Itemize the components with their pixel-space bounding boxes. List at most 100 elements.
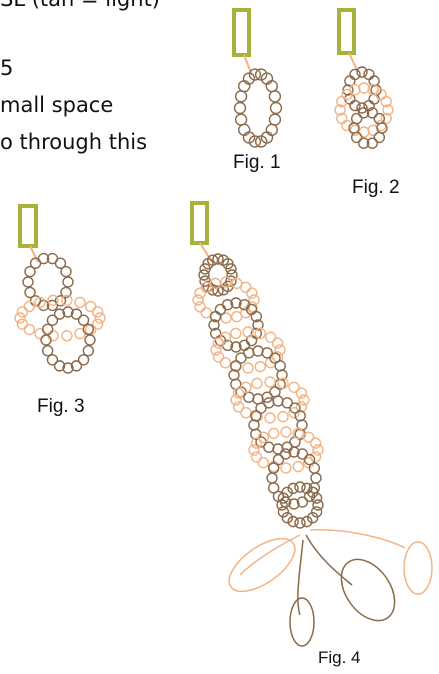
bead (24, 325, 34, 335)
bead (295, 482, 305, 492)
bead (269, 91, 280, 102)
picot-loop (404, 542, 432, 594)
bead (295, 518, 305, 528)
bead (273, 455, 283, 465)
picot-loop (330, 550, 405, 631)
bead (235, 103, 246, 114)
shuttle-icon (192, 203, 207, 243)
bead (275, 361, 285, 371)
bead (249, 420, 259, 430)
bead (17, 319, 27, 329)
bead (61, 267, 71, 277)
tatting-rings (15, 67, 393, 528)
figure-label: Fig. 3 (37, 396, 85, 418)
bead (374, 132, 384, 142)
bead (278, 412, 288, 422)
bead (231, 395, 241, 405)
bead (93, 307, 103, 317)
bead (357, 67, 367, 77)
bead (93, 319, 103, 329)
bead (265, 377, 275, 387)
bead (313, 500, 323, 510)
bead (79, 315, 89, 325)
bead (364, 69, 374, 79)
shuttle-icon (234, 10, 249, 55)
thread (310, 530, 405, 548)
bead (17, 307, 27, 317)
bead (15, 313, 25, 323)
bead (273, 396, 283, 406)
bead (352, 132, 362, 142)
bead (244, 348, 254, 358)
bead (24, 301, 34, 311)
bead (236, 91, 247, 102)
bead (299, 395, 309, 405)
bead (265, 413, 275, 423)
bead (213, 338, 223, 348)
bead (255, 362, 265, 372)
bead (253, 346, 263, 356)
bead (359, 127, 369, 137)
bead (213, 352, 223, 362)
bead (296, 388, 306, 398)
bead (215, 304, 225, 314)
bead (241, 282, 251, 292)
bead (211, 345, 221, 355)
bead (62, 331, 72, 341)
bead (293, 462, 303, 472)
bead (350, 101, 360, 111)
bead (311, 438, 321, 448)
bead (195, 288, 205, 298)
bead (23, 277, 33, 287)
bead (231, 328, 241, 338)
bead (252, 378, 262, 388)
bead (304, 432, 314, 442)
bead (193, 295, 203, 305)
bead (282, 442, 292, 452)
bead (311, 473, 321, 483)
thread (244, 55, 252, 75)
bead (359, 83, 369, 93)
picot-loop (290, 598, 314, 646)
bead (281, 427, 291, 437)
bead (247, 288, 257, 298)
shuttle-icon (20, 206, 36, 246)
bead (220, 358, 230, 368)
bead (350, 69, 360, 79)
bead (374, 114, 384, 124)
figure-label: Fig. 2 (352, 177, 400, 199)
bead (195, 302, 205, 312)
bead (350, 85, 360, 95)
bead (43, 346, 53, 356)
bead (264, 398, 274, 408)
bead (313, 445, 323, 455)
bead (201, 308, 211, 318)
bead (249, 445, 259, 455)
thread (298, 540, 303, 615)
bead (269, 114, 280, 125)
figure-label: Fig. 1 (233, 152, 281, 174)
bead (271, 103, 282, 114)
bead (249, 295, 259, 305)
bead (273, 338, 283, 348)
bead (85, 335, 95, 345)
bead (269, 483, 279, 493)
bead (243, 363, 253, 373)
bead (75, 297, 85, 307)
bead (311, 452, 321, 462)
bead (43, 324, 53, 334)
bead (83, 346, 93, 356)
bead (281, 463, 291, 473)
bead (251, 452, 261, 462)
bead (266, 332, 276, 342)
bead (269, 428, 279, 438)
bead (236, 114, 247, 125)
bead (234, 402, 244, 412)
bead (63, 277, 73, 287)
bead (47, 355, 57, 365)
thread (306, 535, 352, 585)
bead (25, 287, 35, 297)
shuttle-icon (339, 10, 354, 53)
bead (342, 121, 352, 131)
